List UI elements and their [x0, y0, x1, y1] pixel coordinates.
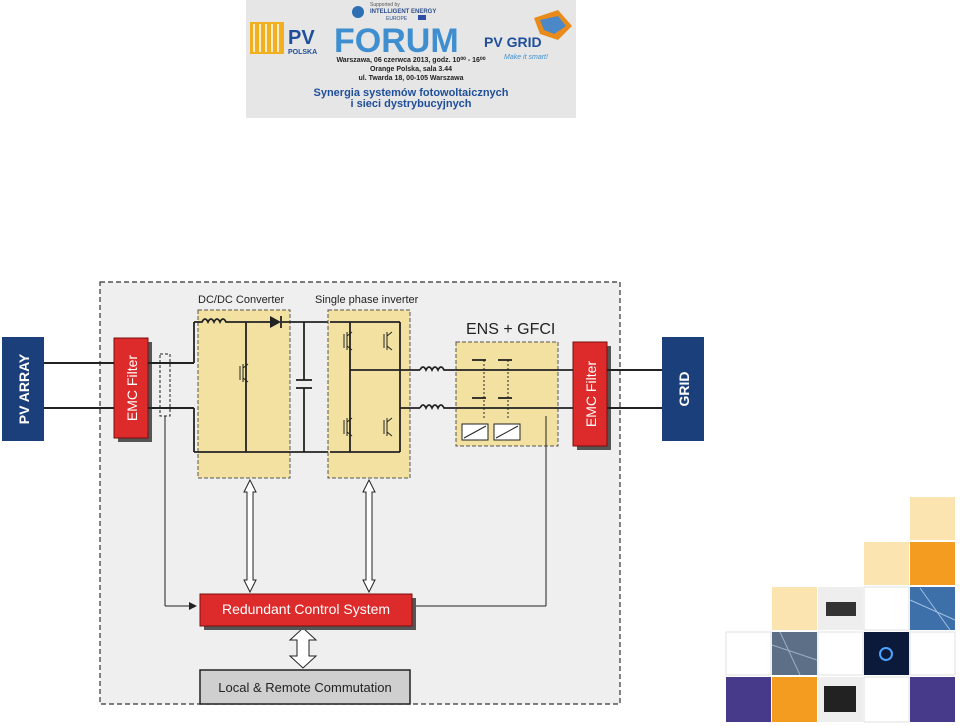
eu-flag-icon [418, 15, 426, 20]
commutation-label: Local & Remote Commutation [218, 680, 391, 695]
decorative-mosaic [725, 497, 956, 723]
boost-switch-icon [239, 363, 249, 383]
emc-filter-right-label: EMC Filter [583, 361, 599, 427]
power-button-photo-icon [864, 632, 909, 675]
control-link-inverter [362, 478, 376, 594]
solar-roof-photo-icon [772, 632, 817, 675]
banner-graphic: PV POLSKA Supported by INTELLIGENT ENERG… [250, 2, 572, 110]
control-link-commutation [288, 627, 318, 669]
inverter-switch-icons [343, 331, 393, 437]
emc-filter-right: EMC Filter [572, 341, 611, 450]
pv-grid-text: PV GRID [484, 34, 542, 50]
iee-line2: EUROPE [386, 16, 408, 22]
dcdc-converter-label: DC/DC Converter [198, 294, 285, 306]
conference-banner: PV POLSKA Supported by INTELLIGENT ENERG… [246, 0, 576, 118]
dc-input-wires [44, 362, 194, 409]
pv-polska-logo: PV POLSKA [250, 22, 317, 56]
ens-gfci-block: ENS + GFCI [455, 321, 573, 447]
iee-emblem-icon [352, 6, 364, 18]
redundant-control-block: Redundant Control System [199, 593, 416, 630]
solar-panel-photo-icon [910, 587, 955, 630]
event-line-1: Warszawa, 06 czerwca 2013, godz. 10⁰⁰ - … [336, 56, 485, 64]
event-line-3: ul. Twarda 18, 00-105 Warszawa [358, 75, 463, 82]
banner-subtitle-2: i sieci dystrybucyjnych [350, 98, 471, 110]
event-line-2: Orange Polska, sala 3.44 [370, 66, 452, 73]
inverter-label: Single phase inverter [315, 294, 419, 306]
inverter-block: Single phase inverter [315, 294, 420, 479]
emc-filter-left: EMC Filter [113, 337, 152, 442]
polska-logo-text: POLSKA [288, 49, 317, 56]
commutation-block: Local & Remote Commutation [199, 669, 411, 705]
supported-by-text: Supported by [370, 2, 400, 8]
forum-title: FORUM [334, 22, 459, 60]
iee-line1: INTELLIGENT ENERGY [370, 9, 436, 15]
pv-array-block: PV ARRAY [2, 337, 44, 441]
pv-grid-tagline: Make it smart! [504, 54, 548, 61]
emc-filter-left-label: EMC Filter [124, 355, 140, 421]
ac-output-wires [607, 369, 662, 409]
pv-logo-text: PV [288, 27, 315, 49]
sensor-feedback-lines [164, 416, 547, 610]
boost-diode-icon [270, 316, 281, 328]
ens-gfci-label: ENS + GFCI [466, 321, 555, 338]
pv-grid-logo: PV GRID Make it smart! [484, 10, 572, 61]
banner-subtitle-1: Synergia systemów fotowoltaicznych [314, 87, 509, 99]
grid-block: GRID [662, 337, 704, 441]
pv-array-label: PV ARRAY [16, 353, 32, 424]
redundant-control-label: Redundant Control System [222, 601, 390, 617]
boost-inductor-icon [194, 318, 262, 325]
output-inductors-icon [419, 366, 458, 411]
grid-label: GRID [676, 372, 692, 407]
control-link-dcdc [243, 478, 257, 594]
dcdc-converter-block: DC/DC Converter [193, 294, 330, 479]
